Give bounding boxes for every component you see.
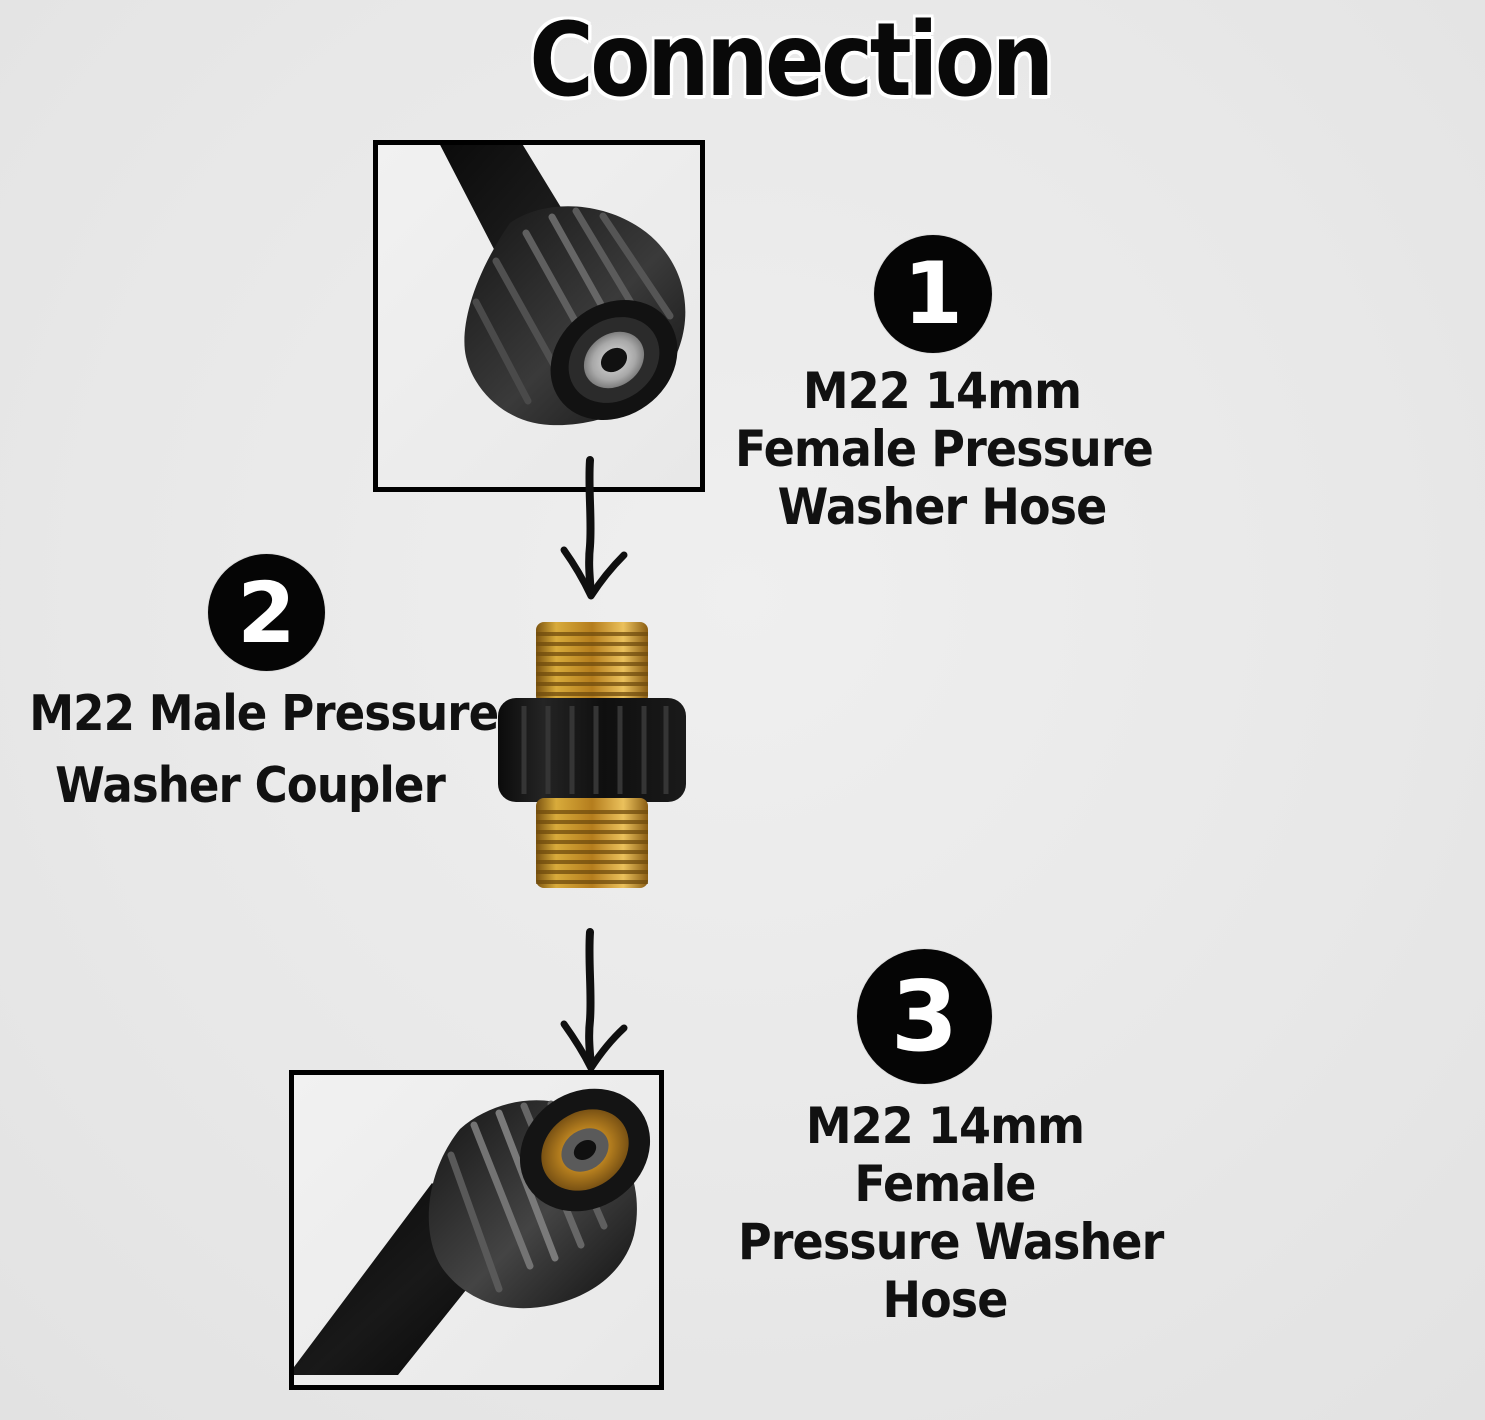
step-1-line-2: Female Pressure [735, 420, 1154, 478]
step-1-badge: 1 [874, 235, 992, 353]
female-hose-image-top [440, 145, 686, 426]
step-3-line-2: Female [854, 1155, 1036, 1213]
step-2-line-1: M22 Male Pressure [29, 685, 499, 742]
step-3-caption: M22 14mm Female Pressure Washer Hose [738, 1097, 1164, 1329]
page-title: Connection [529, 0, 1054, 120]
step-1-line-1: M22 14mm [802, 362, 1082, 420]
step-2-line-2: Washer Coupler [55, 757, 446, 814]
step-3-line-4: Hose [882, 1271, 1008, 1329]
step-2-caption: M22 Male Pressure Washer Coupler [29, 678, 499, 822]
step-3-badge: 3 [857, 949, 992, 1084]
step-3-line-1: M22 14mm [805, 1097, 1085, 1155]
arrow-down-icon [560, 456, 628, 600]
coupler-center-nut [498, 698, 686, 802]
step-3-line-3: Pressure Washer [738, 1213, 1164, 1271]
step-1-line-3: Washer Hose [777, 478, 1108, 536]
step-1-caption: M22 14mm Female Pressure Washer Hose [735, 362, 1154, 536]
male-coupler-image [498, 622, 686, 888]
female-hose-image-bottom [294, 1088, 651, 1375]
arrow-down-icon [560, 928, 628, 1072]
bottom-hose-frame [289, 1070, 664, 1390]
top-hose-frame [373, 140, 705, 492]
step-2-badge: 2 [208, 554, 325, 671]
